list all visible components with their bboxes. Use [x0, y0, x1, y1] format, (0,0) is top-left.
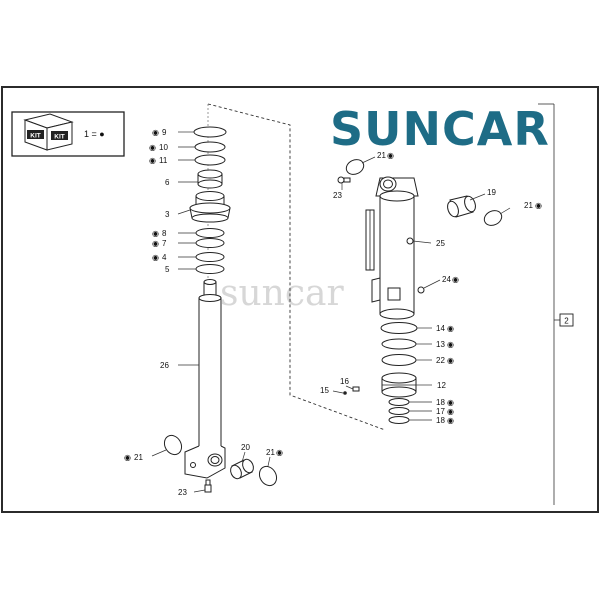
- part-23-grease-nipple-bottom: [204, 479, 212, 493]
- part-7-ring: [195, 238, 225, 248]
- part-4-ring: [195, 252, 225, 262]
- callout-7-marker: ◉: [152, 239, 159, 248]
- part-18-ring-lower: [388, 416, 410, 424]
- callout-17: 17: [436, 407, 445, 416]
- callout-22: 22: [436, 356, 445, 365]
- part-17-ring: [388, 407, 410, 415]
- callout-4: 4: [162, 253, 167, 262]
- callout-21-lower-left-marker: ◉: [124, 453, 131, 462]
- callout-13-marker: ◉: [447, 340, 454, 349]
- callout-10-marker: ◉: [149, 143, 156, 152]
- part-12-piston: [381, 372, 417, 398]
- part-11-ring: [194, 154, 226, 166]
- part-21-ring-lower-right: [258, 465, 278, 487]
- part-20-bushing: [230, 458, 254, 480]
- callout-5: 5: [165, 265, 170, 274]
- watermark: suncar: [220, 273, 344, 314]
- callout-21-right-marker: ◉: [535, 201, 542, 210]
- part-21-ring-top: [345, 159, 365, 175]
- part-6-bushing: [197, 169, 223, 189]
- callout-6: 6: [165, 178, 170, 187]
- callout-8: 8: [162, 229, 167, 238]
- callout-21-lower-right: 21: [266, 448, 275, 457]
- part-19-bushing: [447, 195, 476, 218]
- callout-10: 10: [159, 143, 168, 152]
- callout-21-top-marker: ◉: [387, 151, 394, 160]
- callout-21-lower-right-marker: ◉: [276, 448, 283, 457]
- assembly-bracket: 2: [538, 103, 574, 505]
- callout-14-marker: ◉: [447, 324, 454, 333]
- callout-3: 3: [165, 210, 170, 219]
- callout-21-top: 21: [377, 151, 386, 160]
- kit-box: KIT KIT 1 = ●: [11, 111, 125, 157]
- callout-18-lower-marker: ◉: [447, 416, 454, 425]
- part-21-ring-lower-left: [163, 434, 183, 456]
- callout-25: 25: [436, 239, 445, 248]
- part-15-screw: [343, 391, 347, 395]
- callout-19: 19: [487, 188, 496, 197]
- kit-badge-left: KIT: [30, 133, 41, 140]
- callout-9: 9: [162, 128, 167, 137]
- callout-23-bottom: 23: [178, 488, 187, 497]
- leader-lines: [151, 131, 511, 493]
- assembly-label: 2: [564, 317, 569, 326]
- kit-box-icon: KIT KIT: [23, 113, 74, 151]
- part-10-ring: [194, 141, 226, 153]
- callout-11: 11: [159, 156, 168, 165]
- callout-7: 7: [162, 239, 167, 248]
- callout-15: 15: [320, 386, 329, 395]
- part-9-ring: [193, 126, 227, 138]
- part-22-ring: [381, 354, 417, 366]
- part-5-ring: [195, 264, 225, 274]
- callout-23-top: 23: [333, 191, 342, 200]
- part-16-nut: [352, 386, 360, 392]
- part-3-gland: [189, 191, 231, 223]
- kit-equation: 1 = ●: [84, 129, 105, 139]
- callout-11-marker: ◉: [149, 156, 156, 165]
- part-18-ring-upper: [388, 398, 410, 406]
- callout-24: 24: [442, 275, 451, 284]
- part-21-ring-right: [483, 210, 503, 226]
- callout-9-marker: ◉: [152, 128, 159, 137]
- part-2-cylinder-tube: [365, 176, 425, 320]
- part-callouts: ◉ 9 ◉ 10 ◉ 11 6 3 ◉ 8 ◉ 7 ◉ 4 5 26 ◉ 21 …: [124, 128, 542, 497]
- callout-26: 26: [160, 361, 169, 370]
- callout-18-upper-marker: ◉: [447, 398, 454, 407]
- part-13-ring: [381, 338, 417, 350]
- callout-14: 14: [436, 324, 445, 333]
- callout-22-marker: ◉: [447, 356, 454, 365]
- part-8-ring: [195, 228, 225, 238]
- part-26-piston-rod: [184, 279, 226, 479]
- part-14-ring: [380, 322, 418, 334]
- diagram-frame: [1, 86, 599, 513]
- callout-20: 20: [241, 443, 250, 452]
- brand-logo: SUNCAR: [330, 102, 550, 156]
- callout-12: 12: [437, 381, 446, 390]
- callout-21-right: 21: [524, 201, 533, 210]
- callout-17-marker: ◉: [447, 407, 454, 416]
- callout-4-marker: ◉: [152, 253, 159, 262]
- barrel-assembly: [337, 159, 503, 424]
- callout-24-marker: ◉: [452, 275, 459, 284]
- callout-16: 16: [340, 377, 349, 386]
- callout-8-marker: ◉: [152, 229, 159, 238]
- callout-18-upper: 18: [436, 398, 445, 407]
- kit-badge-right: KIT: [54, 134, 65, 141]
- callout-18-lower: 18: [436, 416, 445, 425]
- callout-13: 13: [436, 340, 445, 349]
- rod-assembly: [163, 126, 278, 493]
- callout-21-lower-left: 21: [134, 453, 143, 462]
- part-23-grease-nipple-top: [337, 176, 351, 184]
